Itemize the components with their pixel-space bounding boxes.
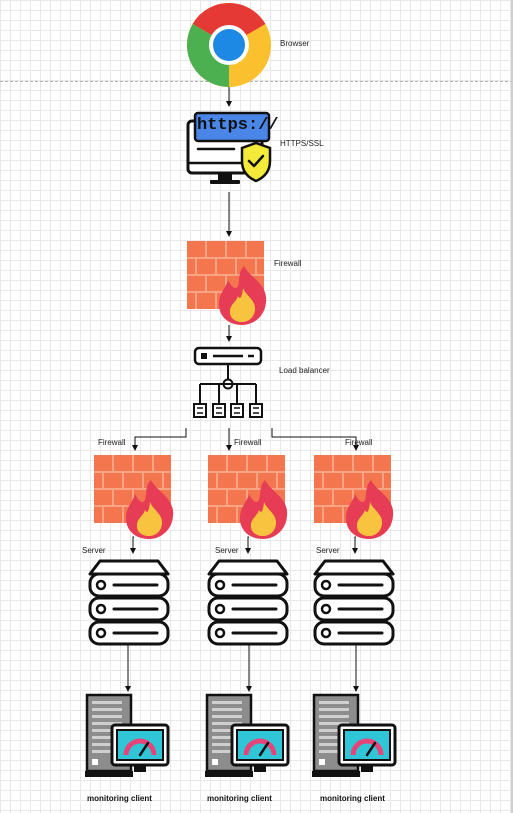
dashed-divider <box>0 81 513 82</box>
edge-fw2-srv2 <box>245 536 251 554</box>
firewall-main-label: Firewall <box>274 259 302 268</box>
https-ssl-label: HTTPS/SSL <box>280 139 324 148</box>
monitoring-client-3-label: monitoring client <box>320 794 385 803</box>
firewall-1-icon <box>94 455 174 539</box>
edge-lb-fw1 <box>132 428 187 451</box>
https-text: https:// <box>197 116 279 135</box>
https-monitor-icon <box>186 111 272 184</box>
browser-label: Browser <box>280 39 310 48</box>
monitoring-client-3-icon <box>312 693 397 777</box>
firewall-2-icon <box>208 455 288 539</box>
firewall-1-label: Firewall <box>98 438 126 447</box>
chrome-icon <box>186 2 271 88</box>
firewall-2-label: Firewall <box>234 438 262 447</box>
edge-fw3-srv3 <box>352 536 358 554</box>
page-edge <box>511 0 513 813</box>
monitoring-client-1-label: monitoring client <box>87 794 152 803</box>
monitoring-client-2-icon <box>205 693 290 777</box>
firewall-icon <box>187 241 267 325</box>
server-3-icon <box>313 559 395 646</box>
firewall-3-label: Firewall <box>345 438 373 447</box>
edge-lb-fw3 <box>271 428 359 451</box>
monitoring-client-1-icon <box>85 693 170 777</box>
server-1-label: Server <box>82 546 106 555</box>
load-balancer-icon <box>193 346 263 418</box>
load-balancer-label: Load balancer <box>279 366 330 375</box>
server-1-icon <box>88 559 170 646</box>
server-3-label: Server <box>316 546 340 555</box>
monitoring-client-2-label: monitoring client <box>207 794 272 803</box>
server-2-icon <box>207 559 289 646</box>
edge-fw1-srv1 <box>130 536 136 554</box>
firewall-3-icon <box>314 455 394 539</box>
server-2-label: Server <box>215 546 239 555</box>
